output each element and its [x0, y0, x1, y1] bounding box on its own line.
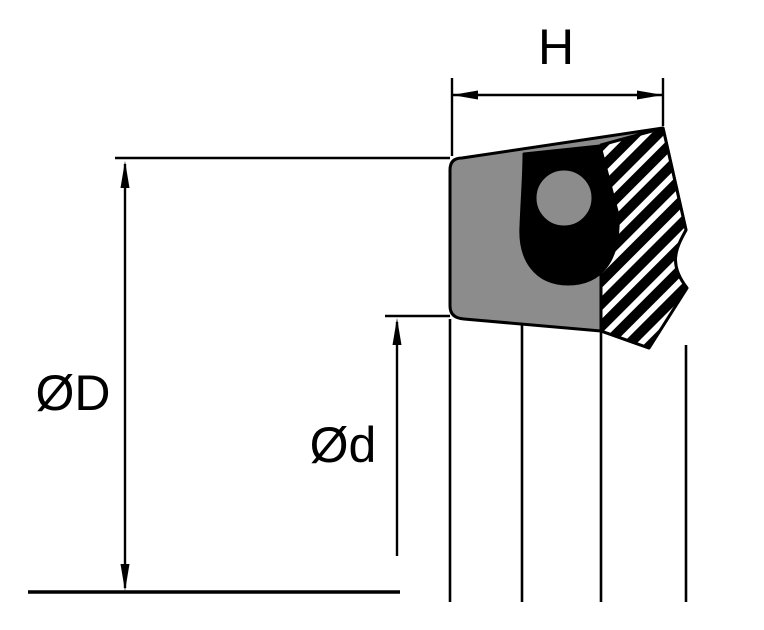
id-arrowhead-top — [392, 318, 402, 345]
h-arrowhead-right — [637, 90, 663, 100]
outer-diameter-label: ØD — [36, 365, 111, 421]
od-arrowhead-bottom — [120, 564, 130, 591]
h-arrowhead-left — [452, 90, 478, 100]
seal-backup-ring-hatched — [599, 126, 689, 350]
seal-lip-ball — [533, 167, 595, 229]
height-dimension-label: H — [538, 19, 574, 75]
inner-diameter-label: Ød — [310, 417, 377, 473]
od-arrowhead-top — [120, 161, 130, 188]
